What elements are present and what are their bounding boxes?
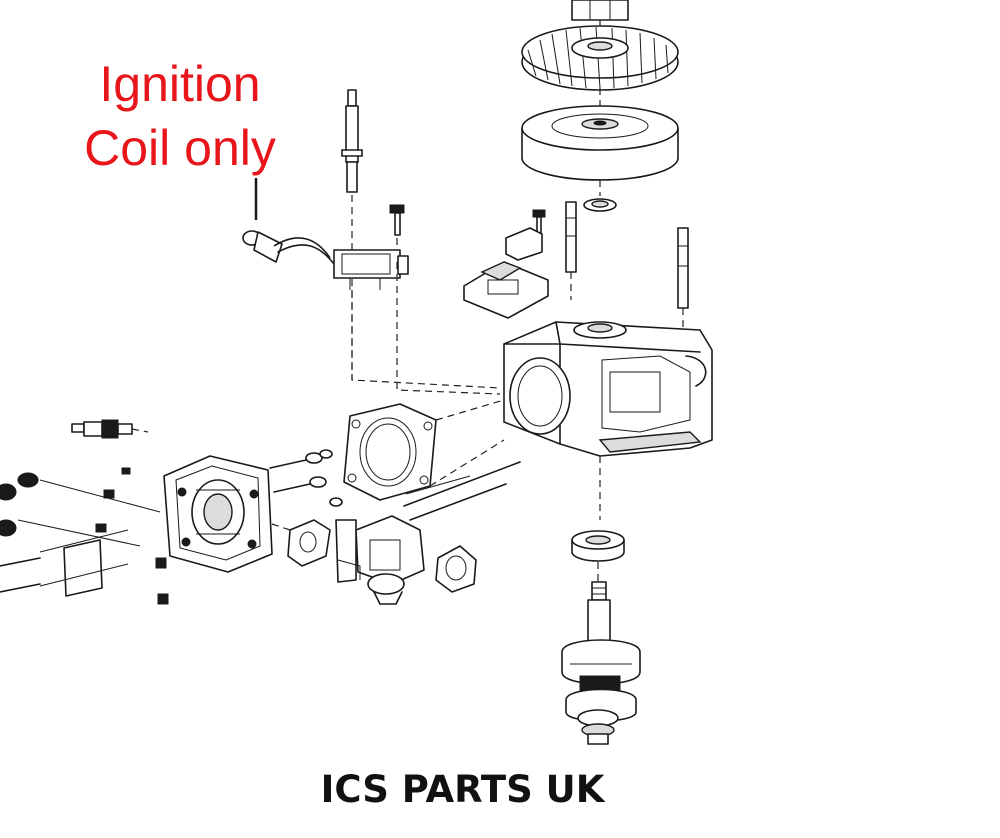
crankcase-block	[503, 321, 713, 520]
cooling-fan	[521, 25, 679, 110]
spark-plug	[71, 419, 149, 439]
carb-bracket	[335, 519, 361, 583]
switch-bracket	[463, 227, 549, 319]
flywheel	[521, 105, 679, 196]
carburetor	[355, 515, 425, 605]
head-bolts	[269, 449, 343, 507]
stud-bolt-right	[677, 227, 689, 330]
intake-insulator	[287, 519, 331, 567]
stud-bolt-center	[565, 201, 577, 300]
oil-seal-bottom	[571, 530, 625, 582]
valve-cover-screws	[0, 467, 169, 605]
callout-line-1: Ignition	[99, 56, 261, 112]
head-gasket	[343, 403, 437, 501]
air-filter-adapter	[435, 545, 477, 593]
brand-footer: ICS PARTS UK	[320, 768, 605, 811]
ignition-coil	[242, 230, 409, 290]
ignition-coil-callout: Ignition Coil only	[50, 52, 310, 180]
throttle-linkage	[403, 461, 521, 521]
long-stud-bolt-left	[341, 89, 363, 380]
cylinder-head	[163, 455, 273, 573]
callout-line-2: Coil only	[84, 120, 276, 176]
crankshaft	[561, 581, 641, 745]
oil-seal-top	[583, 198, 617, 212]
top-shaft-stub	[571, 0, 629, 30]
small-screw-bracket	[532, 209, 546, 234]
valve-rocker-plate	[39, 529, 129, 597]
